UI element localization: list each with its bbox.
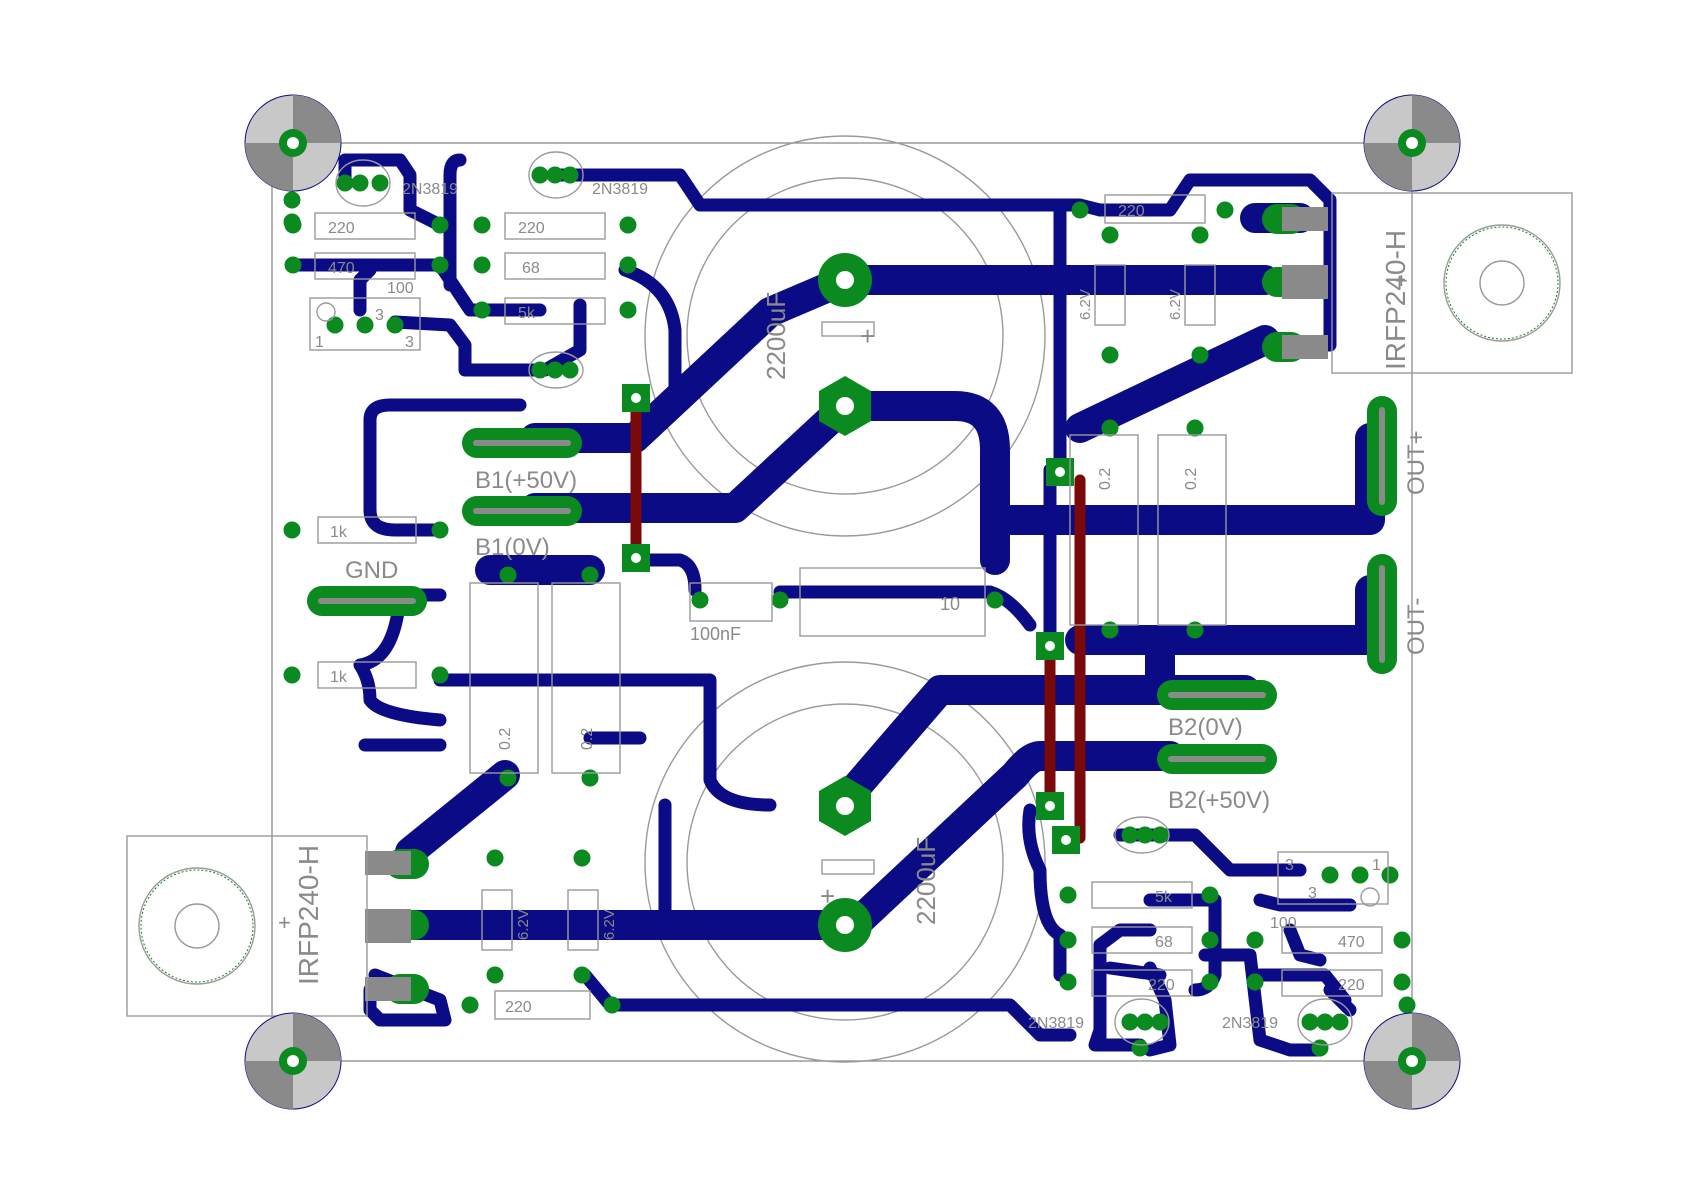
jfet-label: 2N3819 bbox=[402, 181, 458, 198]
resistor-label: 220 bbox=[1338, 977, 1365, 994]
zener-label: 6.2V bbox=[1167, 289, 1184, 320]
label-out-minus: OUT- bbox=[1403, 598, 1430, 655]
pot-pin-label: 3 bbox=[405, 334, 414, 351]
resistor-label: 0.2 bbox=[1183, 468, 1200, 490]
resistor-label: 220 bbox=[1118, 203, 1145, 220]
capacitor-top-outline bbox=[644, 135, 1046, 537]
resistor-label: 470 bbox=[1338, 934, 1365, 951]
label-cap-bottom: 2200uF bbox=[911, 837, 941, 925]
jfet-label: 2N3819 bbox=[1028, 1015, 1084, 1032]
component-values: 2N3819 2N3819 220 470 100 1 3 3 220 68 5… bbox=[315, 181, 1381, 1032]
label-cap-top: 2200uF bbox=[761, 292, 791, 380]
pot-pin-label: 1 bbox=[1372, 857, 1381, 874]
label-res-10: 10 bbox=[940, 594, 960, 614]
label-b1-zero: B1(0V) bbox=[475, 534, 550, 561]
heatsink-mounts bbox=[140, 226, 1559, 983]
plus-irfp-left: + bbox=[278, 910, 291, 935]
resistor-label: 68 bbox=[522, 260, 540, 277]
plus-cap-top: + bbox=[860, 321, 875, 351]
zener-label: 6.2V bbox=[1077, 289, 1094, 320]
jfet-label: 2N3819 bbox=[1222, 1015, 1278, 1032]
jumper-wires bbox=[630, 392, 1086, 844]
plus-irfp-right: + bbox=[1395, 268, 1408, 293]
zener-label: 6.2V bbox=[601, 909, 618, 940]
plus-cap-bottom: + bbox=[820, 881, 835, 911]
resistor-label: 0.2 bbox=[1097, 468, 1114, 490]
resistor-label: 0.2 bbox=[579, 728, 596, 750]
resistor-label: 220 bbox=[328, 220, 355, 237]
resistor-label: 1k bbox=[330, 669, 348, 686]
label-irfp-left: IRFP240-H bbox=[293, 845, 324, 985]
zener-label: 6.2V bbox=[515, 909, 532, 940]
resistor-label: 1k bbox=[330, 524, 348, 541]
resistor-label: 100 bbox=[387, 280, 414, 297]
mounting-holes bbox=[244, 94, 1461, 1110]
label-b2-plus: B2(+50V) bbox=[1168, 787, 1270, 814]
resistor-label: 470 bbox=[328, 260, 355, 277]
label-b2-zero: B2(0V) bbox=[1168, 714, 1243, 741]
resistor-label: 5k bbox=[1155, 889, 1173, 906]
pot-pin-label: 3 bbox=[1308, 885, 1317, 902]
label-irfp-right: IRFP240-H bbox=[1380, 230, 1411, 370]
resistor-label: 220 bbox=[518, 220, 545, 237]
resistor-label: 220 bbox=[505, 999, 532, 1016]
label-out-plus: OUT+ bbox=[1403, 430, 1430, 495]
resistor-label: 220 bbox=[1148, 977, 1175, 994]
resistor-label: 100 bbox=[1270, 915, 1297, 932]
pot-pin-label: 3 bbox=[1285, 857, 1294, 874]
label-gnd: GND bbox=[345, 557, 398, 584]
label-b1-plus: B1(+50V) bbox=[475, 467, 577, 494]
board-labels: 2200uF 2200uF IRFP240-H IRFP240-H B1(+50… bbox=[278, 230, 1430, 985]
silkscreen bbox=[126, 151, 1573, 1046]
pads bbox=[283, 166, 1416, 1057]
resistor-label: 5k bbox=[518, 305, 536, 322]
jfet-label: 2N3819 bbox=[592, 181, 648, 198]
resistor-label: 68 bbox=[1155, 934, 1173, 951]
resistor-label: 0.2 bbox=[497, 728, 514, 750]
pot-pin-label: 1 bbox=[315, 334, 324, 351]
board-outline bbox=[271, 142, 1413, 1062]
label-100nf: 100nF bbox=[690, 624, 741, 644]
pot-pin-label: 3 bbox=[375, 307, 384, 324]
capacitor-bottom-outline bbox=[644, 661, 1046, 1063]
